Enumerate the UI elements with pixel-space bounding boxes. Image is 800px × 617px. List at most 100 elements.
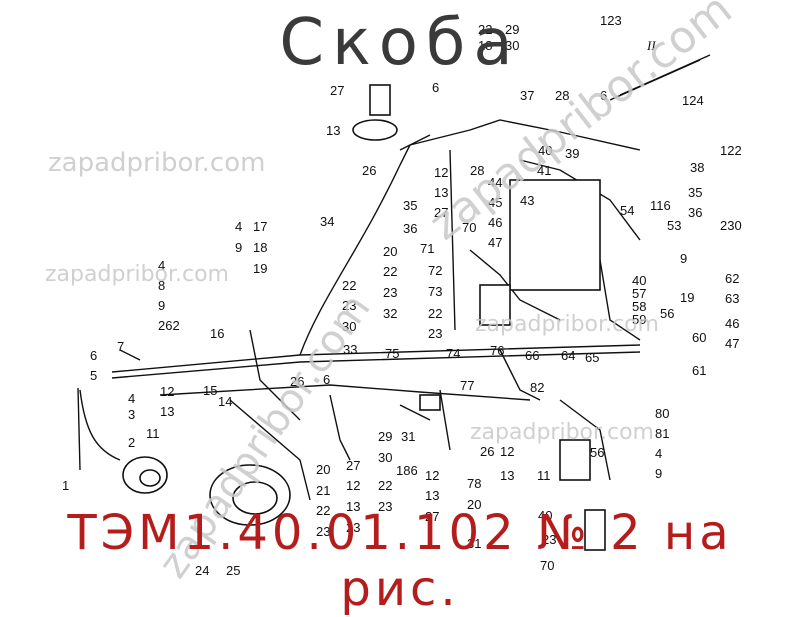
filter-33 xyxy=(479,284,511,326)
scoba-ring-inner xyxy=(232,481,278,515)
label-19b: 19 xyxy=(680,290,694,305)
label-23: 23 xyxy=(383,285,397,300)
label-6b: 6 xyxy=(432,80,439,95)
label-14: 14 xyxy=(218,394,232,409)
label-43: 43 xyxy=(520,193,534,208)
label-4b: 4 xyxy=(158,258,165,273)
label-26: 26 xyxy=(362,163,376,178)
label-12e: 12 xyxy=(425,468,439,483)
label-47: 47 xyxy=(488,235,502,250)
label-53: 53 xyxy=(667,218,681,233)
label-31b: 31 xyxy=(467,536,481,551)
label-6c: 6 xyxy=(90,348,97,363)
label-30: 30 xyxy=(505,38,519,53)
label-230: 230 xyxy=(720,218,742,233)
label-17: 17 xyxy=(253,219,267,234)
label-13b: 13 xyxy=(434,185,448,200)
label-64: 64 xyxy=(561,348,575,363)
label-26c: 26 xyxy=(480,444,494,459)
components xyxy=(122,84,606,551)
piping-lines xyxy=(77,54,711,501)
label-3: 3 xyxy=(128,407,135,422)
nut-13 xyxy=(352,119,398,141)
label-62: 62 xyxy=(725,271,739,286)
label-56b: 56 xyxy=(590,445,604,460)
label-77: 77 xyxy=(460,378,474,393)
label-22: 22 xyxy=(478,22,492,37)
label-34: 34 xyxy=(320,214,334,229)
valve-cap xyxy=(139,469,161,487)
label-262: 262 xyxy=(158,318,180,333)
label-27d: 27 xyxy=(425,509,439,524)
label-9b: 9 xyxy=(680,251,687,266)
label-4c: 4 xyxy=(128,391,135,406)
label-29: 29 xyxy=(505,22,519,37)
label-20b: 20 xyxy=(316,462,330,477)
label-57: 57 xyxy=(632,286,646,301)
label-27c: 27 xyxy=(346,458,360,473)
view-label: II xyxy=(646,38,656,53)
label-116: 116 xyxy=(650,198,671,213)
label-78: 78 xyxy=(467,476,481,491)
parts-diagram: 123 22 29 18 30 37 28 6 124 122 27 13 6 … xyxy=(62,13,742,578)
label-54: 54 xyxy=(620,203,634,218)
label-18: 18 xyxy=(478,38,492,53)
label-82: 82 xyxy=(530,380,544,395)
label-13f: 13 xyxy=(425,488,439,503)
label-22b: 22 xyxy=(383,264,397,279)
label-26b: 26 xyxy=(290,374,304,389)
label-23c: 23 xyxy=(428,326,442,341)
label-58: 58 xyxy=(632,299,646,314)
label-40: 40 xyxy=(538,143,552,158)
valve-unit-40 xyxy=(584,509,606,551)
label-30b: 30 xyxy=(342,319,356,334)
watermark: zapadpribor.com xyxy=(48,148,266,178)
label-33: 33 xyxy=(343,342,357,357)
label-46b: 46 xyxy=(725,316,739,331)
label-70b: 70 xyxy=(540,558,554,573)
label-19: 19 xyxy=(253,261,267,276)
label-63: 63 xyxy=(725,291,739,306)
label-11b: 11 xyxy=(537,468,551,483)
label-18b: 18 xyxy=(253,240,267,255)
label-124: 124 xyxy=(682,93,704,108)
label-31: 31 xyxy=(401,429,415,444)
label-23b: 23 xyxy=(342,298,356,313)
label-36b: 36 xyxy=(403,221,417,236)
label-74: 74 xyxy=(446,346,460,361)
valve-unit-56 xyxy=(559,439,591,481)
label-12b: 12 xyxy=(160,384,174,399)
label-56: 56 xyxy=(660,306,674,321)
watermark: zapadpribor.com xyxy=(475,312,659,337)
label-40c: 40 xyxy=(538,508,552,523)
label-11: 11 xyxy=(146,426,160,441)
label-72: 72 xyxy=(428,263,442,278)
label-35b: 35 xyxy=(403,198,417,213)
callout-labels: 123 22 29 18 30 37 28 6 124 122 27 13 6 … xyxy=(62,13,742,578)
label-8: 8 xyxy=(158,278,165,293)
label-23e: 23 xyxy=(346,520,360,535)
label-60: 60 xyxy=(692,330,706,345)
label-36: 36 xyxy=(688,205,702,220)
label-39: 39 xyxy=(565,146,579,161)
label-24: 24 xyxy=(195,563,209,578)
label-38: 38 xyxy=(690,160,704,175)
label-80: 80 xyxy=(655,406,669,421)
label-40b: 40 xyxy=(632,273,646,288)
label-27b: 27 xyxy=(434,205,448,220)
label-23g: 23 xyxy=(542,532,556,547)
label-66: 66 xyxy=(525,348,539,363)
label-20: 20 xyxy=(383,244,397,259)
fitting-20 xyxy=(419,394,441,411)
label-6d: 6 xyxy=(323,372,330,387)
label-47b: 47 xyxy=(725,336,739,351)
part-number-caption: ТЭМ1.40.01.102 № 2 на рис. xyxy=(67,505,733,617)
label-30c: 30 xyxy=(378,450,392,465)
label-16: 16 xyxy=(210,326,224,341)
label-9c: 9 xyxy=(158,298,165,313)
label-21: 21 xyxy=(316,483,330,498)
label-73: 73 xyxy=(428,284,442,299)
label-37: 37 xyxy=(520,88,534,103)
label-28: 28 xyxy=(555,88,569,103)
label-45: 45 xyxy=(488,195,502,210)
